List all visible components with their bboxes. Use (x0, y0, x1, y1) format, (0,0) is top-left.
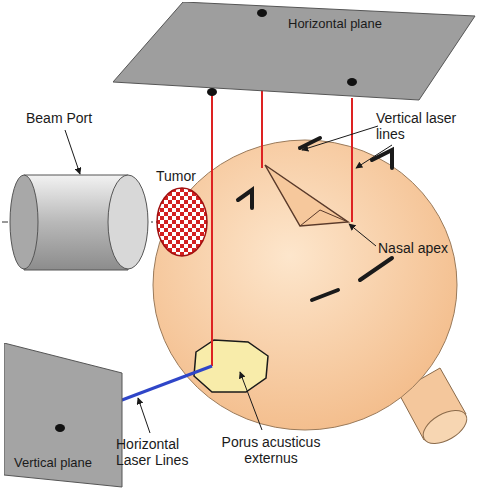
beam-port-cylinder (10, 175, 148, 270)
part-label: Nasal apex (378, 240, 468, 256)
laser-label: Vertical laser lines (376, 110, 466, 142)
plane-label: Horizontal plane (288, 16, 382, 31)
plane-label: Vertical plane (14, 455, 92, 470)
part-label: Tumor (156, 168, 216, 184)
laser-label: Horizontal Laser Lines (116, 436, 202, 468)
part-label: Porus acusticus externus (212, 434, 330, 466)
plane-node: Horizontal plane (113, 2, 477, 102)
nose (265, 165, 348, 226)
plane-node: Vertical plane (4, 343, 124, 488)
tumor-mass (157, 188, 207, 256)
ear (194, 340, 268, 392)
head (153, 140, 457, 430)
part-label: Beam Port (26, 110, 116, 126)
